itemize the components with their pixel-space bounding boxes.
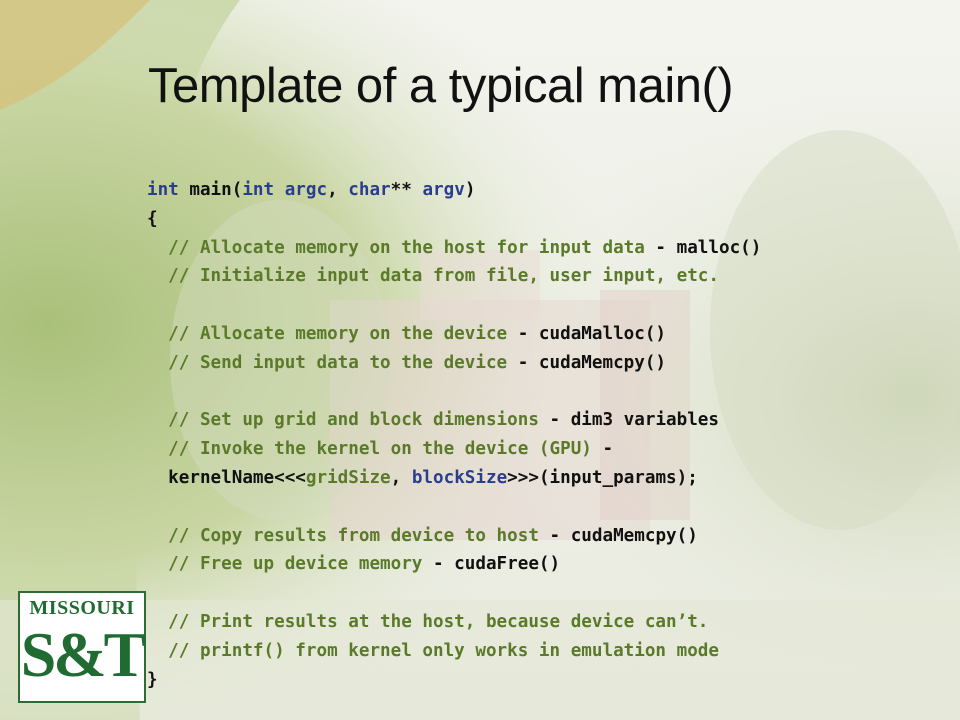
code-token: gridSize [305,467,391,488]
code-line [147,493,761,522]
code-token: - dim3 variables [538,410,720,431]
code-line: // Copy results from device to host - cu… [147,522,761,551]
code-line: // printf() from kernel only works in em… [147,637,761,666]
code-token: ) [464,180,476,200]
code-token: // printf() from kernel only works in em… [147,640,719,661]
code-line: // Allocate memory on the device - cudaM… [147,320,761,349]
code-token: - malloc() [644,237,762,258]
code-token: // Allocate memory on the host for input… [147,237,645,258]
code-token: - cudaMemcpy() [538,525,698,546]
code-token: // Free up device memory [147,554,423,575]
code-line: } [147,666,761,695]
code-token: - cudaFree() [422,554,561,575]
code-line: int main(int argc, char** argv) [147,176,761,205]
code-token: // Invoke the kernel on the device (GPU) [147,439,592,460]
code-line: { [147,205,761,234]
code-token: - cudaMalloc() [507,323,667,344]
code-line: // Print results at the host, because de… [147,608,761,637]
code-token: } [147,669,158,690]
code-token: // Copy results from device to host [147,525,539,546]
code-line: // Set up grid and block dimensions - di… [147,406,761,435]
code-token: int [147,180,179,200]
code-token: char [348,180,391,200]
code-token: >>>(input_params); [507,467,698,488]
code-line [147,291,761,320]
code-token: , [327,180,349,200]
code-token: // Set up grid and block dimensions [147,410,539,431]
code-line [147,378,761,407]
logo-main-text: S&T [20,619,147,690]
code-token: int argc [242,180,328,200]
logo-top-text: MISSOURI [29,597,135,619]
code-line: // Send input data to the device - cudaM… [147,349,761,378]
missouri-st-logo: MISSOURI S&T [18,591,146,703]
code-token: ** [390,180,423,200]
code-token: // Allocate memory on the device [147,323,508,344]
code-line [147,579,761,608]
code-token: // Print results at the host, because de… [147,611,709,632]
code-line: // Invoke the kernel on the device (GPU)… [147,435,761,464]
code-token: // Initialize input data from file, user… [147,266,719,287]
slide-title: Template of a typical main() [148,59,734,113]
code-token: main( [178,180,243,200]
code-token: blockSize [411,467,508,488]
code-line: // Allocate memory on the host for input… [147,234,761,263]
code-token: kernelName<<< [147,467,306,488]
code-token: , [390,467,412,488]
code-line: // Initialize input data from file, user… [147,262,761,291]
code-token: - cudaMemcpy() [507,352,667,373]
code-token: argv [422,180,465,200]
code-line: // Free up device memory - cudaFree() [147,550,761,579]
code-token: // Send input data to the device [147,352,508,373]
code-token: - [591,439,614,460]
code-block: int main(int argc, char** argv) { // Allo… [147,176,761,694]
code-line: kernelName<<<gridSize, blockSize>>>(inpu… [147,464,761,493]
code-token: { [147,208,158,229]
